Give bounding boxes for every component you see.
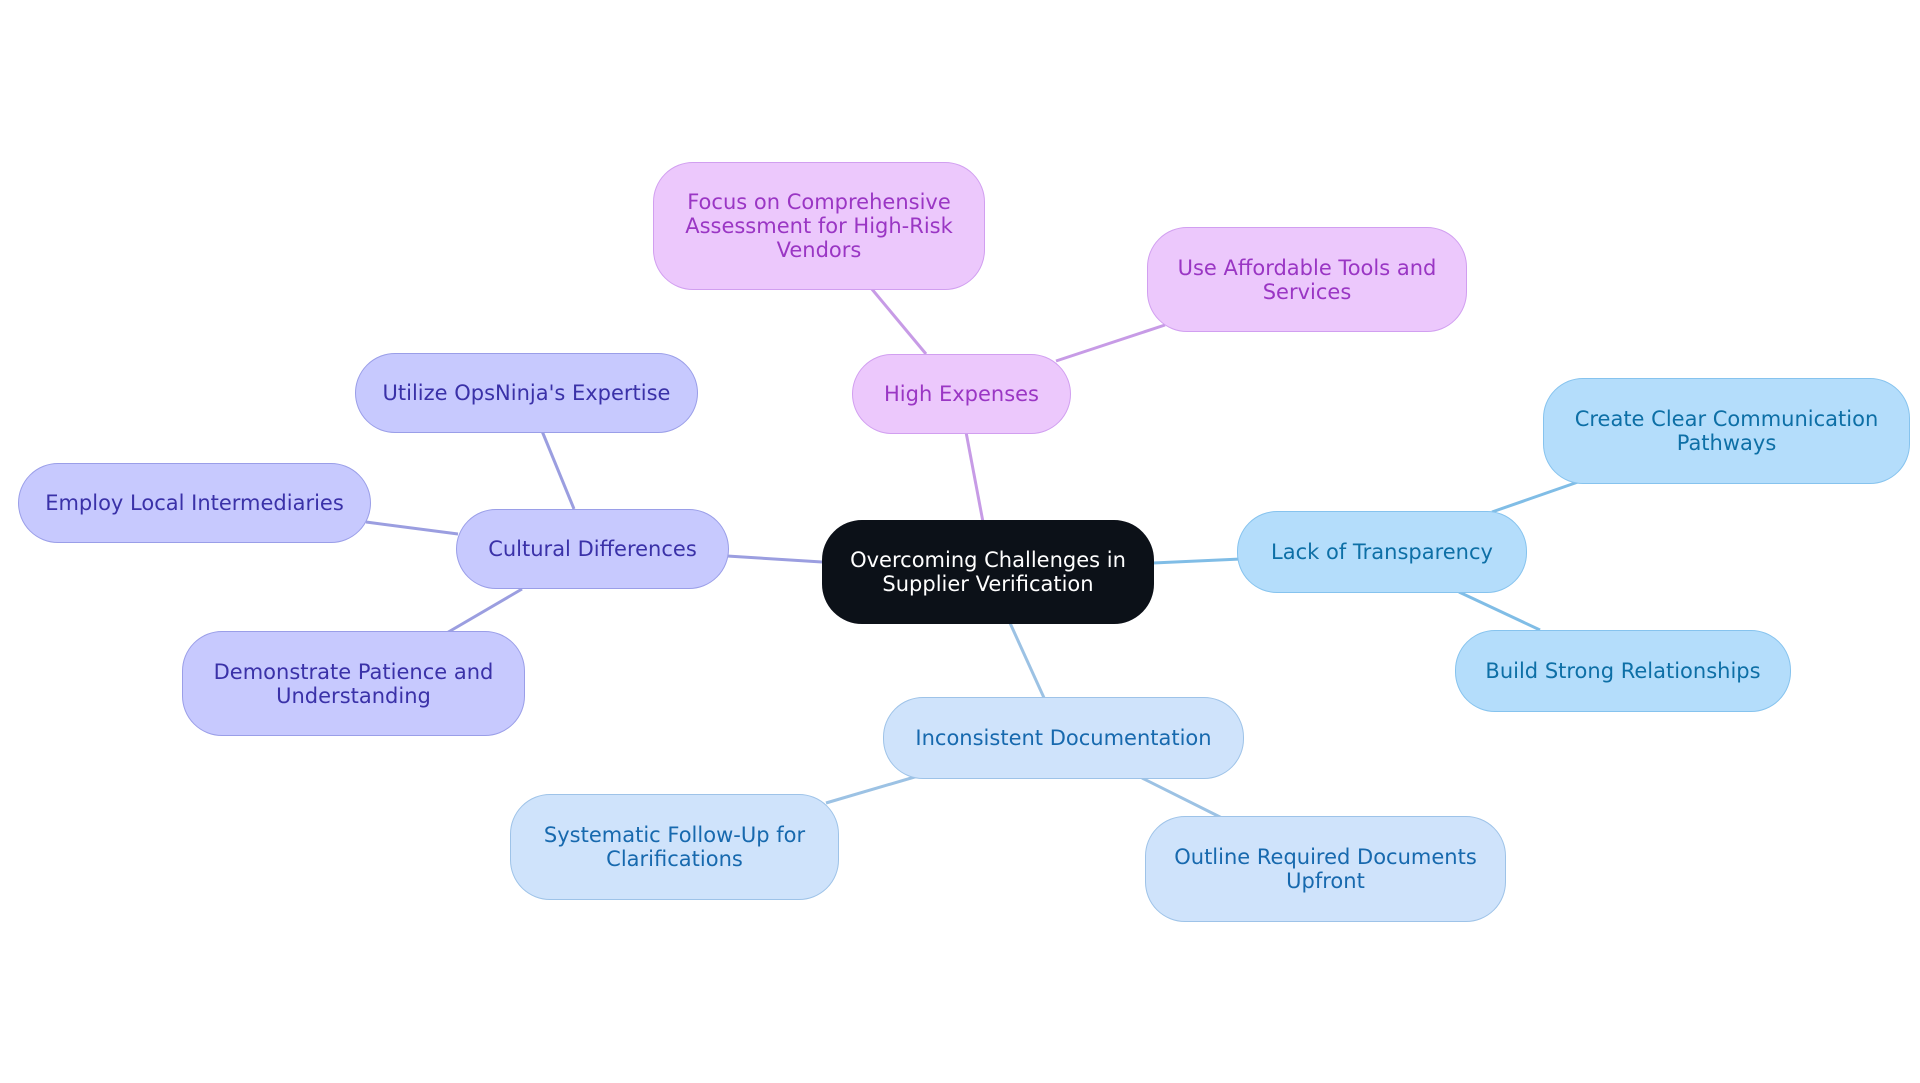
leaf-strong-relationships[interactable]: Build Strong Relationships — [1455, 630, 1791, 712]
edge-center-high-expenses — [964, 431, 985, 523]
leaf-patience-understanding-label: Demonstrate Patience and Understanding — [213, 659, 494, 708]
leaf-communication-pathways[interactable]: Create Clear Communication Pathways — [1543, 378, 1910, 484]
leaf-opsninja-expertise-label: Utilize OpsNinja's Expertise — [382, 381, 671, 405]
branch-high-expenses-label: High Expenses — [884, 382, 1039, 406]
branch-inconsistent-documentation[interactable]: Inconsistent Documentation — [883, 697, 1244, 779]
leaf-opsninja-expertise[interactable]: Utilize OpsNinja's Expertise — [355, 353, 698, 433]
edge-documentation-follow-up — [825, 774, 919, 805]
center-node-label: Overcoming Challenges in Supplier Verifi… — [850, 548, 1126, 596]
branch-lack-of-transparency[interactable]: Lack of Transparency — [1237, 511, 1527, 593]
branch-cultural-differences-label: Cultural Differences — [488, 537, 697, 561]
branch-cultural-differences[interactable]: Cultural Differences — [456, 509, 729, 589]
edge-center-inconsistent-documentation — [1008, 622, 1047, 701]
branch-high-expenses[interactable]: High Expenses — [852, 354, 1071, 434]
leaf-strong-relationships-label: Build Strong Relationships — [1485, 659, 1761, 683]
leaf-comprehensive-assessment[interactable]: Focus on Comprehensive Assessment for Hi… — [653, 162, 985, 290]
center-node[interactable]: Overcoming Challenges in Supplier Verifi… — [822, 520, 1154, 624]
leaf-local-intermediaries[interactable]: Employ Local Intermediaries — [18, 463, 371, 543]
leaf-required-documents-label: Outline Required Documents Upfront — [1174, 845, 1477, 893]
edge-cultural-patience — [444, 587, 523, 636]
edge-center-lack-of-transparency — [1152, 557, 1242, 565]
leaf-systematic-follow-up[interactable]: Systematic Follow-Up for Clarifications — [510, 794, 839, 900]
leaf-affordable-tools[interactable]: Use Affordable Tools and Services — [1147, 227, 1467, 332]
edge-transparency-relationships — [1458, 590, 1541, 632]
branch-inconsistent-documentation-label: Inconsistent Documentation — [915, 726, 1212, 750]
edge-cultural-opsninja — [540, 430, 576, 510]
branch-lack-of-transparency-label: Lack of Transparency — [1271, 540, 1493, 564]
edge-center-cultural-differences — [726, 554, 823, 564]
leaf-systematic-follow-up-label: Systematic Follow-Up for Clarifications — [543, 823, 806, 871]
edge-high-expenses-assessment — [869, 287, 928, 355]
leaf-affordable-tools-label: Use Affordable Tools and Services — [1177, 255, 1437, 304]
leaf-communication-pathways-label: Create Clear Communication Pathways — [1574, 407, 1879, 455]
edge-documentation-outline — [1141, 776, 1223, 820]
edge-cultural-intermediaries — [365, 520, 459, 536]
leaf-patience-understanding[interactable]: Demonstrate Patience and Understanding — [182, 631, 525, 736]
leaf-required-documents[interactable]: Outline Required Documents Upfront — [1145, 816, 1506, 922]
edge-high-expenses-affordable-tools — [1055, 323, 1166, 363]
leaf-comprehensive-assessment-label: Focus on Comprehensive Assessment for Hi… — [685, 190, 953, 262]
edge-transparency-communication — [1491, 480, 1579, 514]
leaf-local-intermediaries-label: Employ Local Intermediaries — [45, 491, 344, 515]
